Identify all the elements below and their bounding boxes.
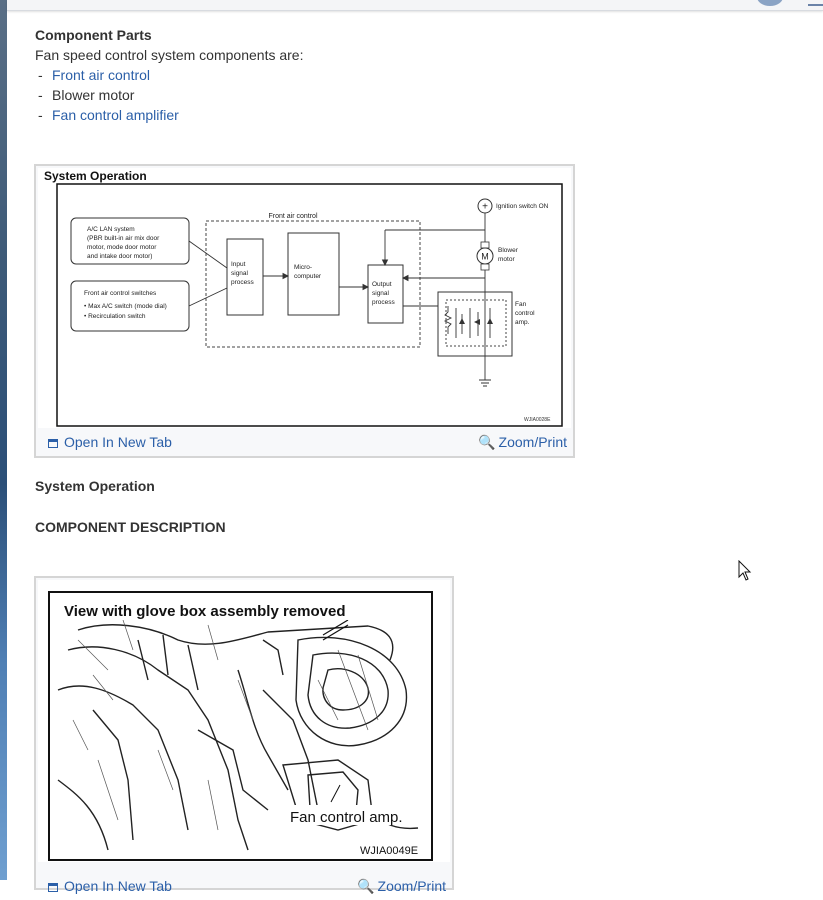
- blower-line: motor: [498, 256, 515, 263]
- system-operation-heading: System Operation: [35, 478, 155, 494]
- list-item: -Front air control: [38, 67, 150, 83]
- fan-amp-line: Fan: [515, 301, 527, 308]
- illustration-bottom-caption: Fan control amp.: [290, 809, 403, 826]
- system-operation-figure: System Operation Front air control A/C L…: [34, 164, 575, 458]
- front-air-control-link[interactable]: Front air control: [52, 67, 151, 83]
- list-dash: -: [38, 107, 43, 123]
- illustration-code: WJIA0049E: [360, 845, 418, 857]
- desktop-edge: [0, 0, 7, 880]
- zoom-icon: 🔍: [478, 434, 496, 450]
- zoom-print-link[interactable]: 🔍Zoom/Print: [357, 878, 446, 895]
- fan-amp-line: amp.: [515, 319, 530, 326]
- zoom-print-link[interactable]: 🔍Zoom/Print: [478, 434, 567, 451]
- micro-line: Micro-: [294, 264, 312, 271]
- open-in-new-tab-label: Open In New Tab: [64, 434, 172, 450]
- figure-footer: Open In New Tab 🔍Zoom/Print: [36, 430, 573, 456]
- glove-box-figure: View with glove box assembly removed Fan…: [34, 576, 454, 894]
- system-diagram: System Operation Front air control A/C L…: [44, 169, 563, 427]
- list-item: -Blower motor: [38, 87, 134, 103]
- output-line: Output: [372, 281, 392, 288]
- component-parts-heading: Component Parts: [35, 27, 152, 43]
- component-description-heading: COMPONENT DESCRIPTION: [35, 519, 226, 535]
- lan-line: and intake door motor): [87, 253, 152, 260]
- illustration-top-caption: View with glove box assembly removed: [64, 603, 346, 620]
- zoom-print-label: Zoom/Print: [498, 434, 567, 450]
- mouse-cursor-icon: [738, 560, 752, 581]
- zoom-icon: 🔍: [357, 878, 375, 894]
- motor-symbol: M: [481, 252, 489, 262]
- lan-line: motor, mode door motor: [87, 244, 157, 251]
- open-in-new-tab-link[interactable]: Open In New Tab: [48, 878, 172, 894]
- fan-amp-line: control: [515, 310, 535, 317]
- diagram-title: System Operation: [44, 169, 147, 183]
- new-tab-icon: [48, 439, 58, 448]
- diagram-code: WJIA0028E: [524, 417, 551, 423]
- figure-footer: Open In New Tab 🔍Zoom/Print: [36, 874, 452, 900]
- intro-text: Fan speed control system components are:: [35, 47, 304, 63]
- open-in-new-tab-link[interactable]: Open In New Tab: [48, 434, 172, 450]
- new-tab-icon: [48, 883, 58, 892]
- switch-line: • Recirculation switch: [84, 313, 146, 320]
- list-dash: -: [38, 87, 43, 103]
- input-line: Input: [231, 261, 246, 268]
- fan-control-amplifier-link[interactable]: Fan control amplifier: [52, 107, 179, 123]
- list-dash: -: [38, 67, 43, 83]
- switch-line: • Max A/C switch (mode dial): [84, 303, 167, 310]
- blower-motor-text: Blower motor: [52, 87, 135, 103]
- lan-line: A/C LAN system: [87, 226, 135, 233]
- avatar[interactable]: [757, 0, 783, 6]
- glove-box-illustration: View with glove box assembly removed Fan…: [48, 591, 433, 861]
- svg-text:+: +: [482, 202, 488, 213]
- input-line: signal: [231, 270, 249, 277]
- switch-line: Front air control switches: [84, 290, 157, 297]
- input-line: process: [231, 279, 255, 286]
- open-in-new-tab-label: Open In New Tab: [64, 878, 172, 894]
- blower-line: Blower: [498, 247, 519, 254]
- diagram-image[interactable]: System Operation Front air control A/C L…: [38, 168, 571, 428]
- output-line: signal: [372, 290, 390, 297]
- output-line: process: [372, 299, 396, 306]
- top-toolbar: [7, 0, 823, 11]
- menu-icon[interactable]: [808, 0, 823, 6]
- micro-line: computer: [294, 273, 322, 280]
- lan-line: (PBR built-in air mix door: [87, 235, 160, 242]
- front-air-control-label: Front air control: [268, 213, 317, 220]
- list-item: -Fan control amplifier: [38, 107, 179, 123]
- ignition-label: Ignition switch ON: [496, 203, 549, 210]
- zoom-print-label: Zoom/Print: [377, 878, 446, 894]
- photo-image[interactable]: View with glove box assembly removed Fan…: [38, 580, 450, 862]
